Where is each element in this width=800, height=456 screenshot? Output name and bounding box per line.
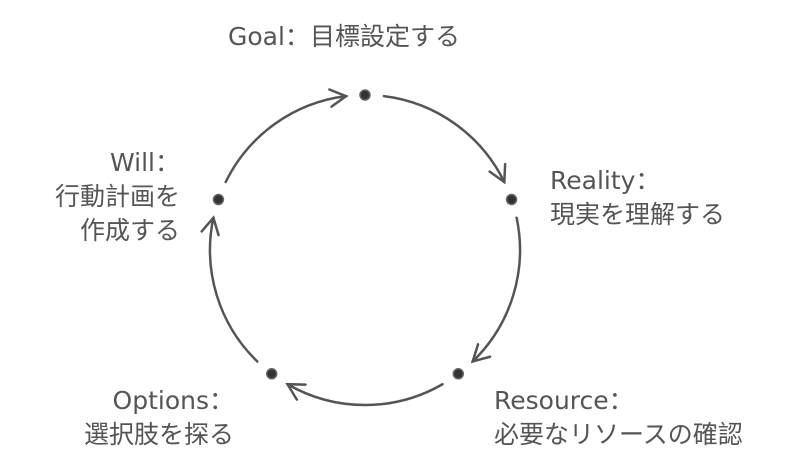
options-text: 選択肢を探る (83, 420, 234, 449)
arrow-goal-to-reality (382, 94, 506, 184)
goal-node-dot (359, 89, 371, 101)
will-text-2: 作成する (79, 216, 180, 245)
options-title: Options： (112, 386, 234, 415)
arrowhead-icon (200, 215, 220, 237)
options-label: Options： 選択肢を探る (58, 384, 234, 452)
reality-label: Reality： 現実を理解する (550, 164, 725, 232)
resource-title: Resource： (494, 386, 634, 415)
arrowhead-icon (285, 382, 307, 401)
arrow-will-to-goal (224, 94, 348, 184)
options-node-dot (265, 368, 278, 380)
resource-node-dot (452, 368, 465, 380)
arrowhead-icon (328, 88, 349, 108)
will-label: Will： 行動計画を 作成する (20, 146, 180, 248)
arrowhead-icon (470, 343, 492, 364)
reality-title: Reality： (550, 166, 661, 195)
arrowhead-icon (488, 162, 507, 185)
goal-title: Goal： (228, 22, 310, 51)
arrow-options-to-will (208, 216, 259, 363)
reality-text: 現実を理解する (550, 200, 726, 229)
arrow-reality-to-resource (471, 216, 522, 363)
will-text-1: 行動計画を (54, 182, 180, 211)
will-title: Will： (109, 148, 180, 177)
goal-text: 目標設定する (309, 22, 460, 51)
arrow-resource-to-options (286, 382, 444, 407)
resource-text: 必要なリソースの確認 (494, 420, 743, 449)
resource-label: Resource： 必要なリソースの確認 (494, 384, 743, 452)
goal-label: Goal：目標設定する (228, 20, 460, 54)
will-node-dot (212, 193, 225, 206)
reality-node-dot (505, 193, 518, 206)
